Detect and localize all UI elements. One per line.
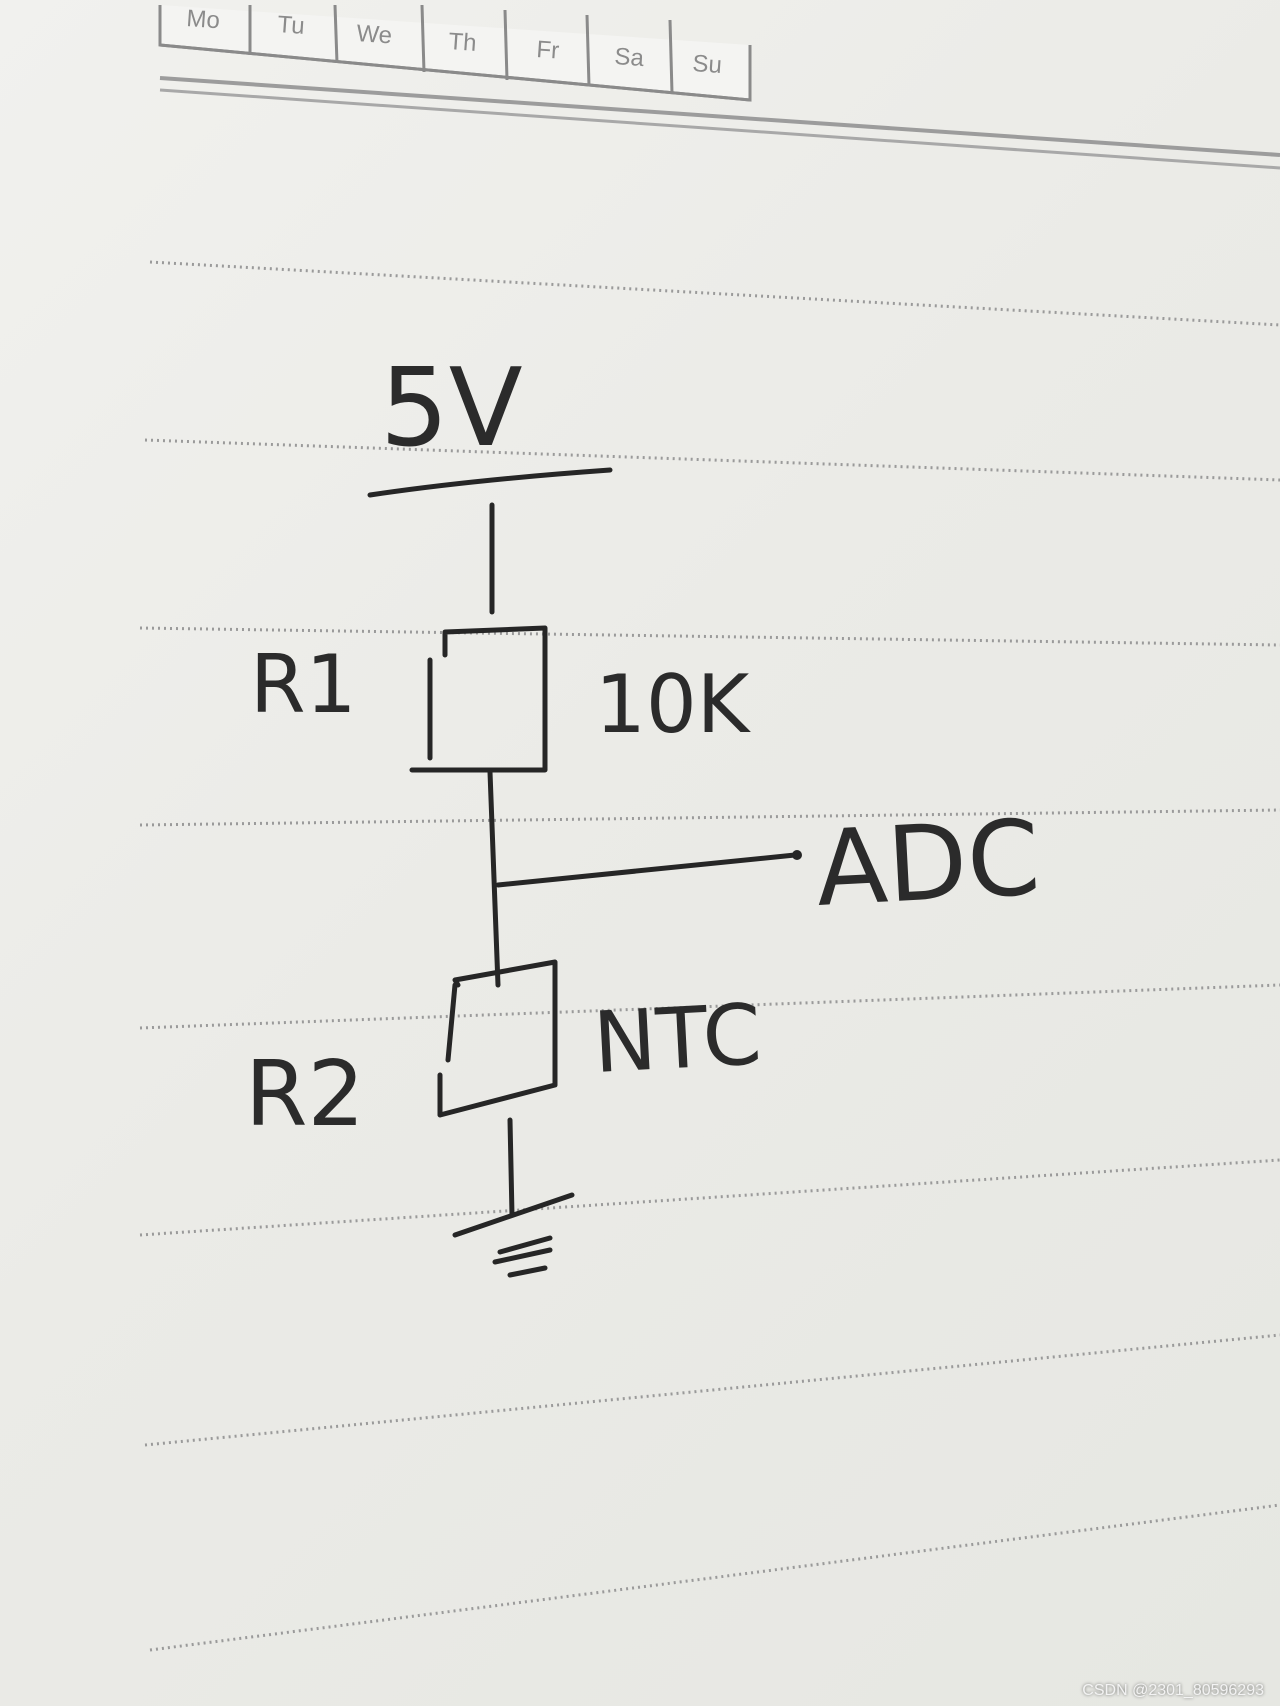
day-label-sa: Sa (614, 43, 646, 72)
adc-output-wire (495, 852, 798, 888)
watermark: CSDN @2301_80596293 (1082, 1682, 1264, 1699)
r1-value-label: 10K (595, 658, 752, 751)
day-label-fr: Fr (536, 36, 560, 65)
header-rule (159, 76, 1280, 170)
ruled-lines (139, 260, 1280, 1652)
day-label-su: Su (692, 50, 723, 79)
day-label-th: Th (448, 28, 478, 57)
circuit-wiring (367, 467, 802, 1278)
supply-voltage-label: 5V (380, 346, 523, 471)
day-label-mo: Mo (186, 5, 221, 34)
day-label-we: We (356, 20, 393, 49)
r1-resistor-body (409, 625, 548, 773)
day-label-tu: Tu (277, 11, 306, 40)
adc-output-label: ADC (813, 796, 1043, 930)
r1-name-label: R1 (250, 638, 356, 731)
r2-name-label: R2 (245, 1042, 365, 1147)
weekday-header: Mo Tu We Th Fr Sa Su (158, 4, 752, 102)
r2-resistor-body (437, 959, 558, 1118)
ground-symbol (452, 1192, 575, 1278)
r2-value-label: NTC (591, 985, 764, 1092)
